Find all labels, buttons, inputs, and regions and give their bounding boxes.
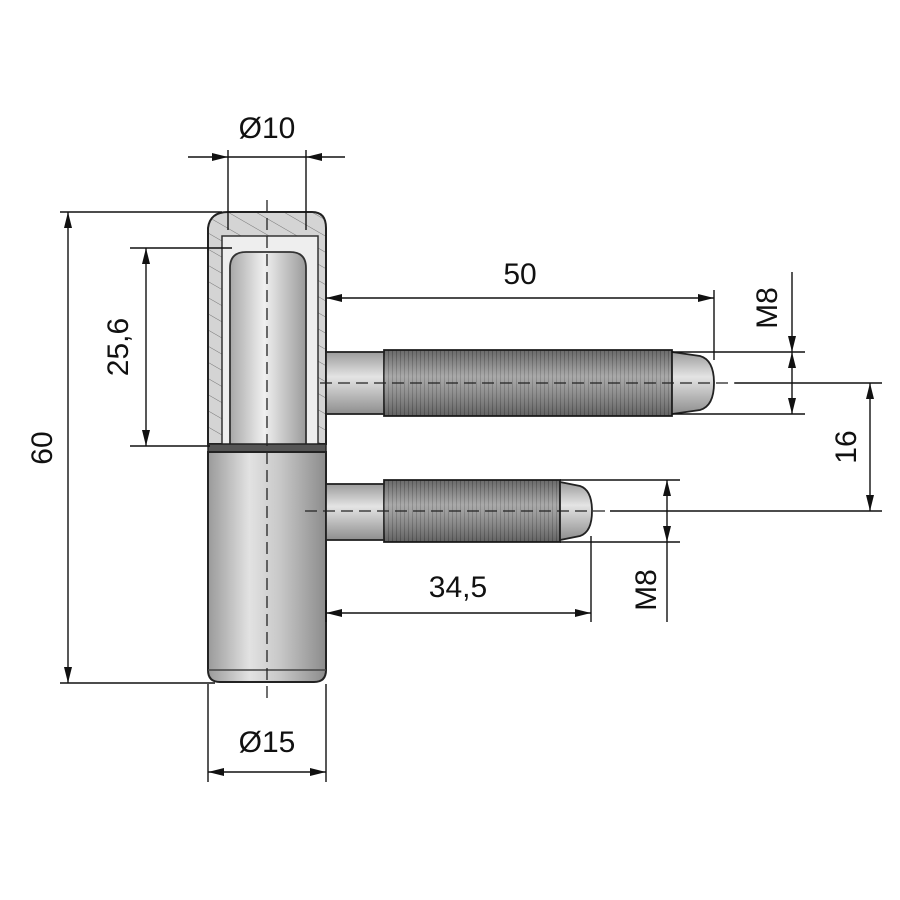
label-thread-lower: M8 bbox=[630, 569, 663, 611]
label-d-top: Ø10 bbox=[239, 112, 296, 145]
label-height-total: 60 bbox=[26, 431, 59, 464]
dim-lower-pin-length: 34,5 bbox=[325, 536, 592, 622]
dim-upper-pin-length: 50 bbox=[326, 258, 715, 360]
dim-thread-lower: M8 bbox=[560, 479, 680, 622]
label-height-bore: 25,6 bbox=[102, 318, 135, 376]
dim-thread-upper: M8 bbox=[672, 272, 805, 415]
dim-diameter-top: Ø10 bbox=[188, 112, 345, 230]
label-length-lower: 34,5 bbox=[429, 571, 487, 604]
label-length-upper: 50 bbox=[503, 258, 536, 291]
dim-diameter-bottom: Ø15 bbox=[207, 684, 327, 782]
label-thread-upper: M8 bbox=[751, 287, 784, 329]
dim-bore-height: 25,6 bbox=[102, 247, 232, 447]
dim-spacing: 16 bbox=[610, 382, 882, 512]
hinge-body bbox=[207, 211, 327, 683]
dim-total-height: 60 bbox=[26, 211, 222, 684]
center-lines bbox=[266, 200, 735, 700]
label-d-bottom: Ø15 bbox=[239, 726, 296, 759]
label-spacing: 16 bbox=[830, 430, 863, 463]
inner-pin bbox=[229, 251, 307, 449]
